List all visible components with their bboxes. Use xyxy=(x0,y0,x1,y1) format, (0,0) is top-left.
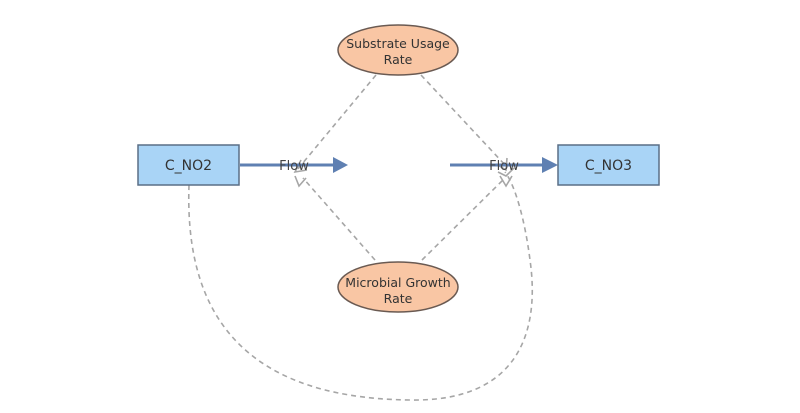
flow-left-label: Flow xyxy=(279,159,309,174)
link-arrowhead xyxy=(497,167,515,177)
flow-right-label: Flow xyxy=(489,159,519,174)
variable-microbial-growth-rate[interactable]: Microbial Growth Rate xyxy=(337,261,459,313)
flow-arrowhead xyxy=(542,157,558,173)
flow-left[interactable]: Flow xyxy=(240,157,348,174)
link-arrowhead xyxy=(294,175,307,188)
link-substrate-to-left-flow xyxy=(296,74,377,171)
flow-right[interactable]: Flow xyxy=(450,157,558,174)
link-growth-to-right-flow xyxy=(421,177,506,261)
link-arrowhead xyxy=(499,175,513,188)
variable-microbial-growth-rate-label-line1: Microbial Growth xyxy=(345,275,450,290)
stock-c-no3[interactable]: C_NO3 xyxy=(557,144,660,186)
stock-c-no2[interactable]: C_NO2 xyxy=(137,144,240,186)
variable-substrate-usage-rate-label-line1: Substrate Usage xyxy=(346,36,450,51)
link-cno2-to-right-flow xyxy=(187,171,534,401)
flow-arrowhead xyxy=(333,157,348,173)
link-substrate-to-right-flow xyxy=(420,74,507,167)
link-growth-to-left-flow xyxy=(302,177,376,261)
stock-c-no2-label: C_NO2 xyxy=(165,158,212,174)
variable-substrate-usage-rate-label-line2: Rate xyxy=(384,52,413,67)
variable-microbial-growth-rate-label-line2: Rate xyxy=(384,291,413,306)
stock-c-no3-label: C_NO3 xyxy=(585,158,632,174)
variable-substrate-usage-rate[interactable]: Substrate Usage Rate xyxy=(337,24,459,76)
